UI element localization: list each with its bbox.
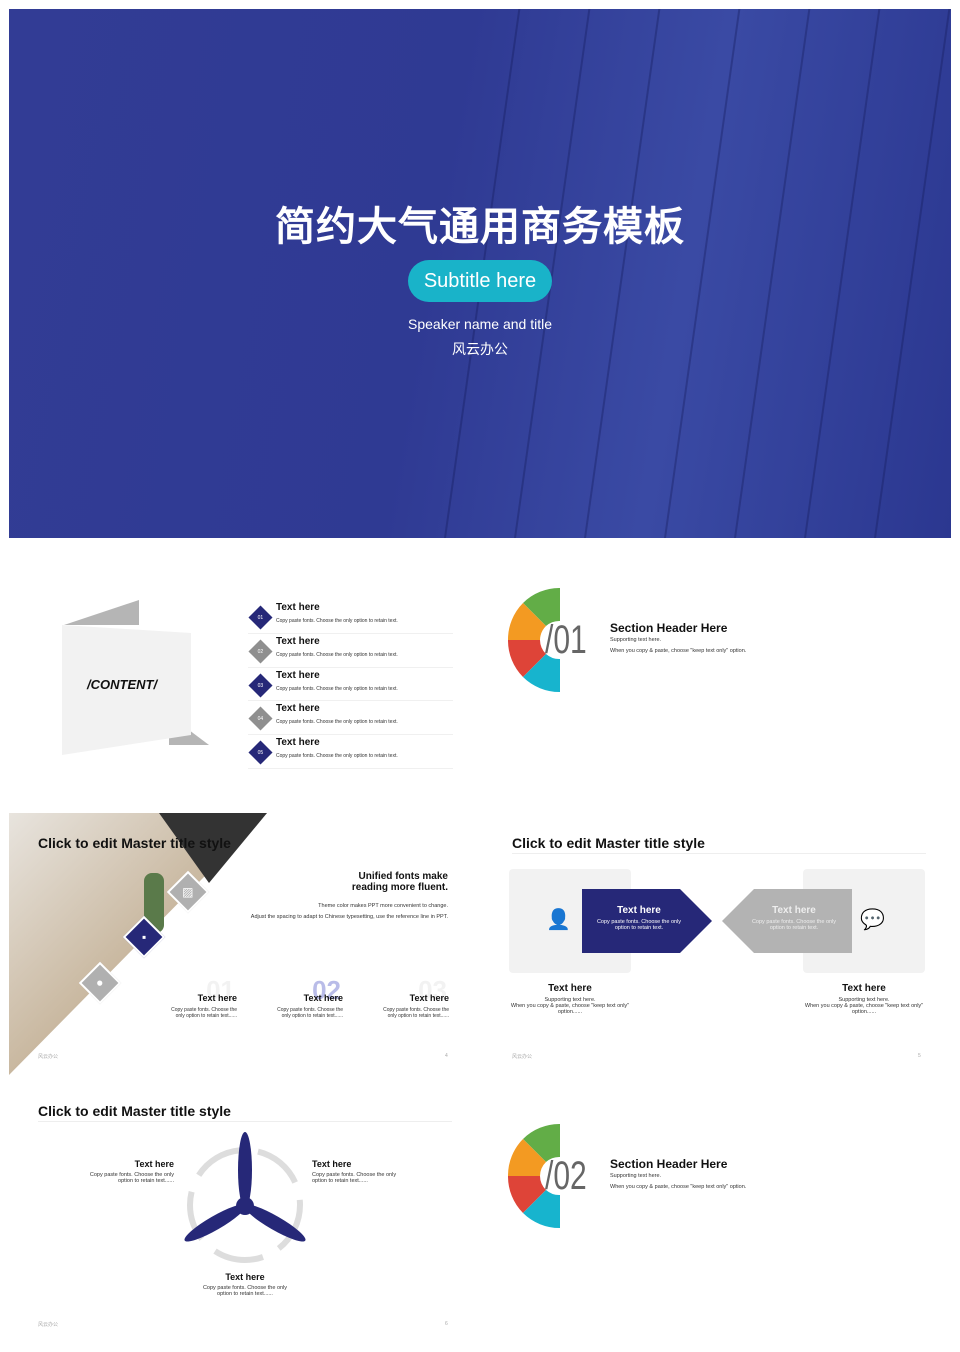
content-item-text: Copy paste fonts. Choose the only option… (276, 651, 398, 658)
slide-4-page-number: 4 (445, 1053, 448, 1059)
feature-text: only option to retain text...... (281, 1013, 343, 1019)
feature-title: Text here (303, 993, 343, 1003)
section-2-line1: Supporting text here. (610, 1173, 662, 1179)
content-number-badge: 03 (248, 673, 273, 698)
slide-4-title: Click to edit Master title style (38, 835, 231, 851)
content-folded-paper (62, 600, 209, 755)
section-1-line2: When you copy & paste, choose "keep text… (610, 648, 747, 654)
section-1-number: /01 (545, 618, 587, 662)
section-2-line2: When you copy & paste, choose "keep text… (610, 1184, 747, 1190)
section-2-title: Section Header Here (610, 1157, 728, 1171)
section-1-ring (508, 588, 560, 693)
contents-slide: /CONTENT/ (9, 545, 480, 812)
content-number-badge: 04 (248, 706, 273, 731)
cover-slide: 简约大气通用商务模板 Subtitle here Speaker name an… (9, 9, 951, 538)
content-item-title: Text here (276, 635, 320, 647)
content-item-title: Text here (276, 669, 320, 681)
slide-5-footer: 风云办公 (512, 1054, 533, 1060)
section-2-number: /02 (545, 1154, 587, 1198)
slide-6-title: Click to edit Master title style (38, 1103, 231, 1119)
content-item-text: Copy paste fonts. Choose the only option… (276, 685, 398, 692)
left-arrow-box (582, 889, 712, 953)
slide-5-page-number: 5 (918, 1053, 921, 1059)
content-item-text: Copy paste fonts. Choose the only option… (276, 753, 398, 760)
content-item: 03 Text here Copy paste fonts. Choose th… (248, 668, 453, 702)
content-item: 02 Text here Copy paste fonts. Choose th… (248, 634, 453, 668)
company-name: 风云办公 (452, 341, 508, 357)
content-item: 04 Text here Copy paste fonts. Choose th… (248, 701, 453, 736)
propeller-cycle-icon (184, 1132, 306, 1263)
feature-text: only option to retain text...... (387, 1013, 449, 1019)
feature-column: 02 Text here Copy paste fonts. Choose th… (271, 975, 343, 1047)
feature-text: Copy paste fonts. Choose the (277, 1007, 343, 1013)
content-item-text: Copy paste fonts. Choose the only option… (276, 618, 398, 624)
cover-title: 简约大气通用商务模板 (275, 205, 685, 249)
slide-4-line1: Theme color makes PPT more convenient to… (318, 903, 448, 909)
feature-text: Copy paste fonts. Choose the (383, 1007, 449, 1013)
content-number-badge: 01 (248, 605, 273, 630)
content-item-text: Copy paste fonts. Choose the only option… (276, 719, 398, 726)
slide-6-footer: 风云办公 (38, 1322, 59, 1328)
feature-text: Copy paste fonts. Choose the (171, 1007, 237, 1013)
content-item-title: Text here (276, 737, 320, 749)
content-item: 01 Text here Copy paste fonts. Choose th… (248, 600, 453, 634)
right-arrow-box (722, 889, 852, 953)
feature-text: only option to retain text...... (175, 1013, 237, 1019)
content-list: 01 Text here Copy paste fonts. Choose th… (248, 600, 453, 769)
content-item-title: Text here (276, 602, 320, 613)
feature-number: 03 (418, 975, 447, 1005)
section-1-title: Section Header Here (610, 621, 728, 635)
feature-column: 03 Text here Copy paste fonts. Choose th… (377, 975, 449, 1047)
feature-title: Text here (197, 993, 237, 1003)
chat-bubbles-icon: 💬 (860, 909, 885, 931)
subtitle-pill: Subtitle here (408, 260, 552, 302)
feature-title: Text here (409, 993, 449, 1003)
content-number-badge: 05 (248, 740, 273, 765)
slide-5-title: Click to edit Master title style (512, 835, 705, 851)
feature-number: 01 (206, 975, 235, 1005)
content-number-badge: 02 (248, 639, 273, 664)
content-item: 05 Text here Copy paste fonts. Choose th… (248, 735, 453, 769)
slide-6-page-number: 6 (445, 1321, 448, 1327)
feature-column: 01 Text here Copy paste fonts. Choose th… (165, 975, 237, 1047)
slide-4-footer: 风云办公 (38, 1054, 59, 1060)
section-1-line1: Supporting text here. (610, 637, 662, 643)
content-item-title: Text here (276, 703, 320, 715)
slide-4-line2: Adjust the spacing to adapt to Chinese t… (250, 914, 448, 920)
speaker-name: Speaker name and title (408, 316, 552, 332)
section-2-ring (508, 1124, 560, 1229)
user-check-icon: 👤 (546, 909, 571, 931)
content-label: /CONTENT/ (87, 677, 158, 692)
feature-number: 02 (312, 975, 341, 1005)
